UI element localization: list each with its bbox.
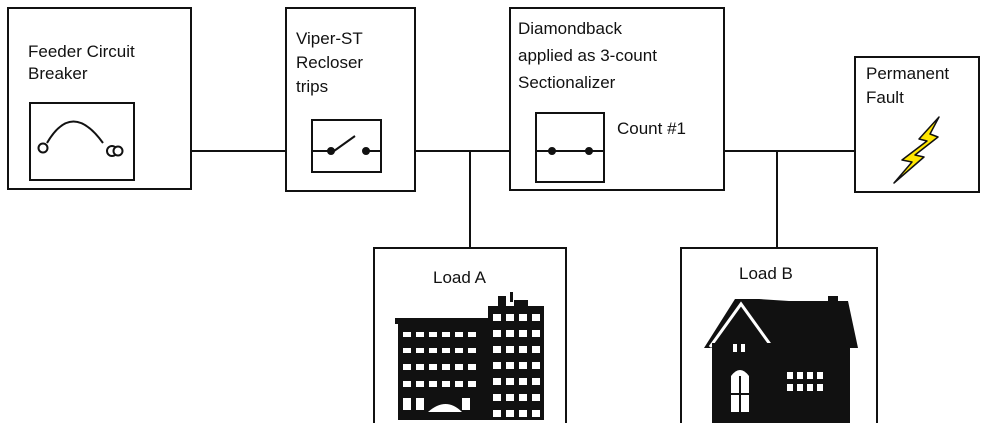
sectionalizer-label-line-1: Diamondback <box>518 19 622 38</box>
breaker-symbol-frame <box>29 102 135 181</box>
lightning-bolt-icon <box>893 116 940 184</box>
fault-block: Permanent Fault <box>854 56 980 193</box>
house-icon <box>704 296 858 423</box>
recloser-symbol-frame <box>311 119 382 173</box>
load-a-label: Load A <box>433 268 487 287</box>
sectionalizer-symbol-frame <box>535 112 605 183</box>
recloser-label-line-1: Viper-ST <box>296 29 363 48</box>
fault-box <box>854 56 980 193</box>
recloser-label-line-3: trips <box>296 77 328 96</box>
feeder-line <box>118 150 860 248</box>
recloser-block: Viper-ST Recloser trips <box>285 7 416 192</box>
recloser-open-switch-icon <box>312 135 381 155</box>
sectionalizer-label-line-3: Sectionalizer <box>518 73 616 92</box>
load-b-block: Load B <box>680 247 878 423</box>
load-a-block: Load A <box>373 247 567 423</box>
sectionalizer-label-line-2: applied as 3-count <box>518 46 657 65</box>
fault-label-line-1: Permanent <box>866 64 949 83</box>
fault-label-line-2: Fault <box>866 88 904 107</box>
sectionalizer-count-label: Count #1 <box>617 119 686 138</box>
load-b-label: Load B <box>739 264 793 283</box>
office-building-icon <box>395 292 544 420</box>
sectionalizer-closed-switch-icon <box>536 147 604 155</box>
breaker-label-line-1: Feeder Circuit <box>28 42 135 61</box>
breaker-block: Feeder Circuit Breaker <box>7 7 192 190</box>
recloser-label-line-2: Recloser <box>296 53 363 72</box>
sectionalizer-block: Diamondback applied as 3-count Sectional… <box>509 7 725 191</box>
breaker-label-line-2: Breaker <box>28 64 88 83</box>
breaker-switch-icon <box>37 120 124 157</box>
